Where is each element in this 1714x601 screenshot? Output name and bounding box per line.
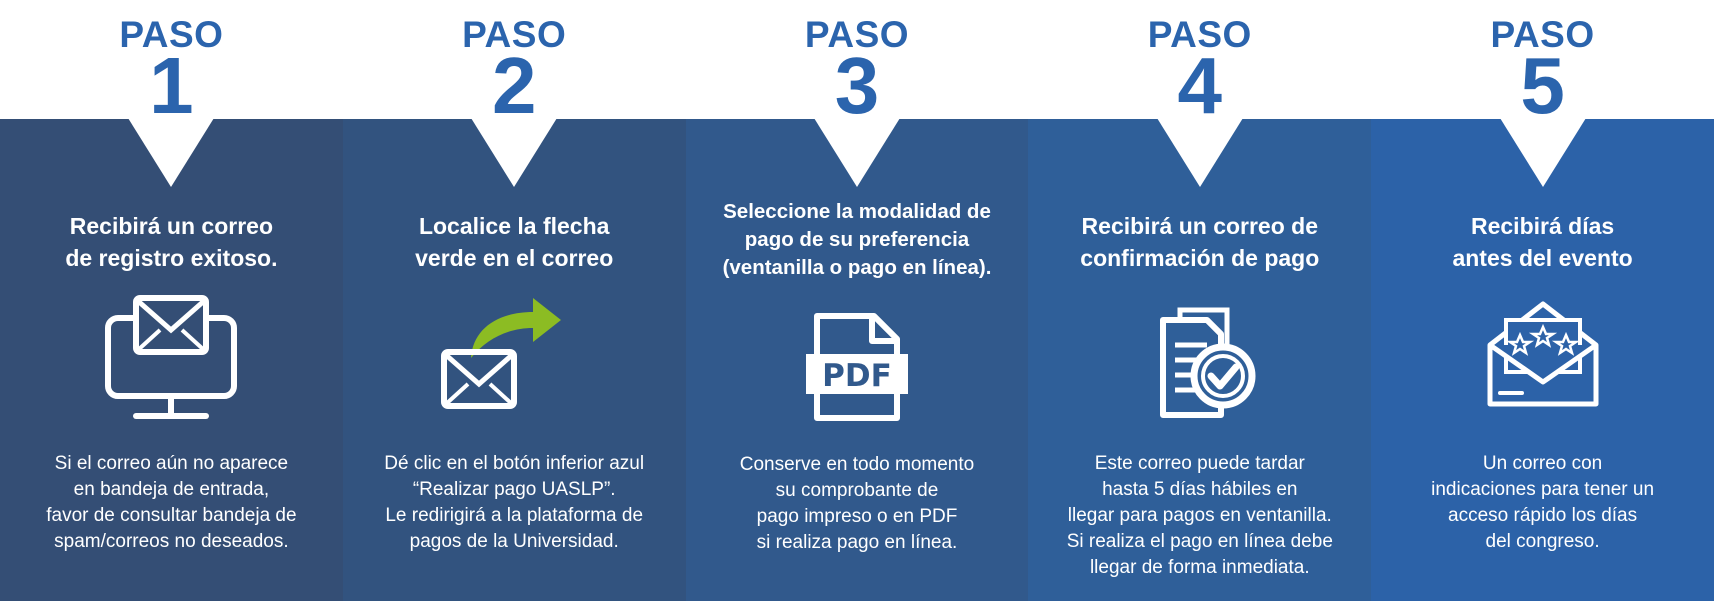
- step-4-header: PASO 4: [1028, 0, 1372, 126]
- step-1-description: Si el correo aún no aparece en bandeja d…: [46, 453, 297, 552]
- step-4-description: Este correo puede tardar hasta 5 días há…: [1066, 453, 1333, 578]
- step-5-pointer: [1499, 118, 1586, 187]
- step-1-title: Recibirá un correo de registro exitoso.: [65, 213, 278, 271]
- step-5-number: 5: [1520, 41, 1565, 130]
- step-5-title: Recibirá días antes del evento: [1452, 213, 1633, 271]
- step-3-label: PASO: [804, 14, 910, 55]
- step-5-description: Un correo con indicaciones para tener un…: [1431, 453, 1655, 552]
- step-3-header: PASO 3: [685, 0, 1029, 126]
- step-5-label: PASO: [1490, 14, 1595, 55]
- step-2-pointer: [471, 118, 558, 187]
- step-2: PASO 2 Localice la flecha verde en el co…: [342, 0, 686, 601]
- step-1-label: PASO: [119, 14, 224, 55]
- step-5: PASO 5 Recibirá días antes del evento Un…: [1371, 0, 1714, 601]
- step-2-label: PASO: [462, 14, 567, 55]
- step-3-title: Seleccione la modalidad de pago de su pr…: [722, 200, 992, 279]
- step-3-number: 3: [834, 41, 880, 130]
- step-1-panel: [0, 119, 343, 601]
- step-4: PASO 4 Recibirá un correo de confirmació…: [1028, 0, 1372, 601]
- step-3-description: Conserve en todo momento su comprobante …: [739, 454, 975, 553]
- envelope-stars-icon: [1458, 290, 1628, 430]
- step-2-description: Dé clic en el botón inferior azul “Reali…: [384, 453, 645, 552]
- step-2-title: Localice la flecha verde en el correo: [415, 213, 614, 271]
- step-1: PASO 1 Recibirá un correo de registro ex…: [0, 0, 343, 601]
- document-check-icon: [1115, 290, 1285, 430]
- step-1-pointer: [128, 118, 215, 187]
- step-2-header: PASO 2: [342, 0, 686, 126]
- pdf-document-icon: PDF: [772, 290, 942, 430]
- step-4-number: 4: [1177, 41, 1223, 130]
- monitor-envelope-icon: [86, 290, 256, 430]
- step-3-pointer: [813, 118, 900, 187]
- step-4-title: Recibirá un correo de confirmación de pa…: [1080, 213, 1320, 271]
- step-4-label: PASO: [1147, 14, 1252, 55]
- step-5-header: PASO 5: [1371, 0, 1714, 126]
- envelope-green-arrow-icon: [429, 290, 599, 430]
- step-4-pointer: [1156, 118, 1243, 187]
- step-3: PASO 3 Seleccione la modalidad de pago d…: [685, 0, 1029, 601]
- step-2-number: 2: [491, 41, 537, 130]
- pdf-label: PDF: [822, 358, 892, 394]
- step-1-number: 1: [149, 41, 194, 130]
- step-1-header: PASO 1: [0, 0, 343, 126]
